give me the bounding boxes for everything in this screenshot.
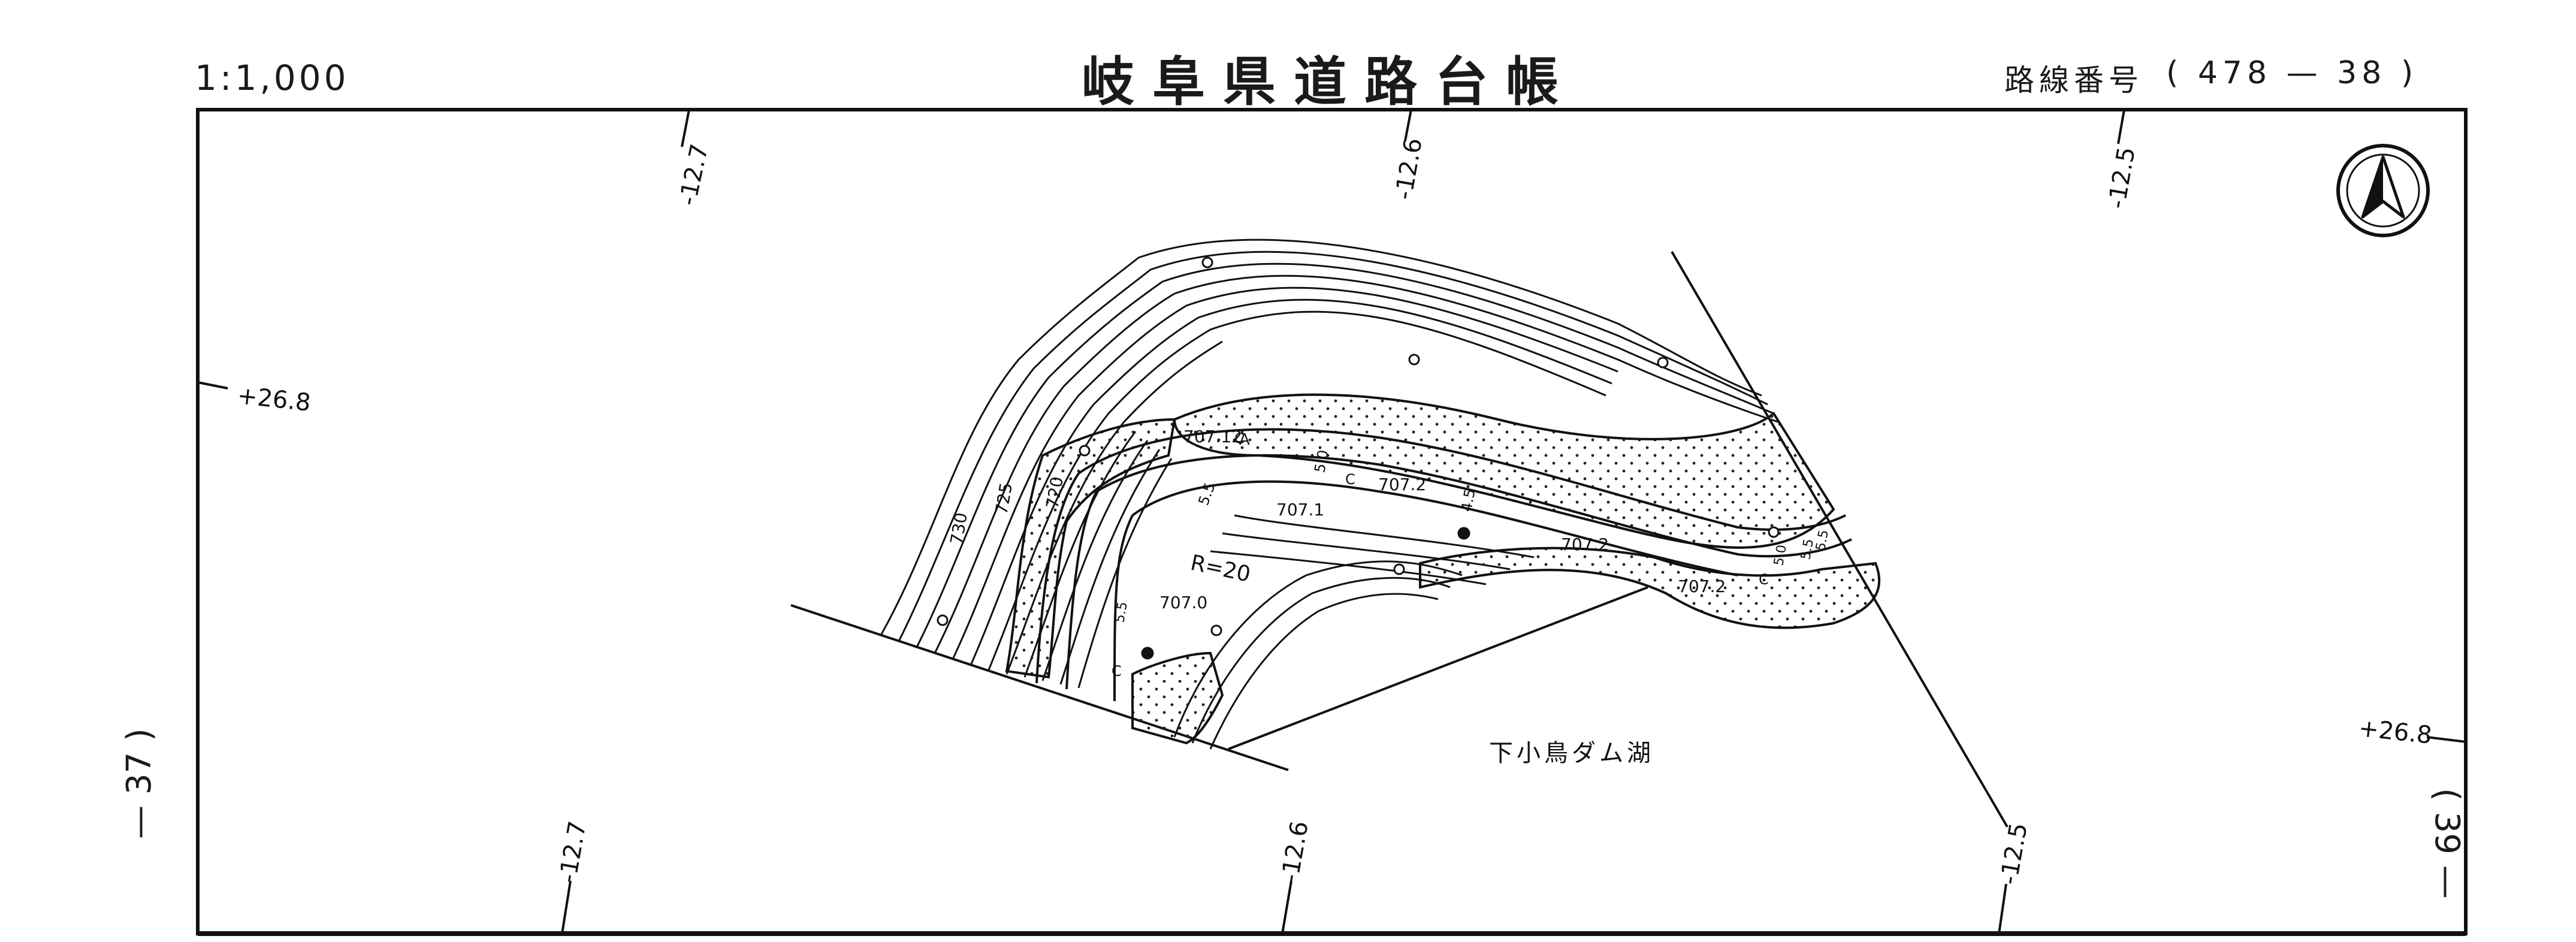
bottom-tick-label-1: -12.7 <box>554 819 592 885</box>
lake-label: 下小鳥ダム湖 <box>1489 739 1654 767</box>
contour-label-1: 730 <box>946 511 971 546</box>
top-tick-label-3: -12.5 <box>2103 145 2141 211</box>
width-1: 5.0 <box>1311 449 1331 474</box>
elevation-1: 707.12 <box>1183 427 1242 446</box>
survey-points <box>937 256 1780 660</box>
route-number: ( 478 — 38 ) <box>2166 55 2418 91</box>
grid-tick-labels: -12.7 -12.6 -12.5 -12.7 -12.6 -12.5 +26.… <box>236 136 2433 887</box>
north-arrow-icon <box>2336 144 2430 237</box>
bottom-tick-label-3: -12.5 <box>1995 821 2033 887</box>
page-title: 岐阜県道路台帳 <box>1082 51 1577 113</box>
route-label: 路線番号 <box>2004 63 2143 98</box>
road-mark-2: C <box>1759 571 1769 588</box>
top-tick-label-2: -12.6 <box>1390 136 1428 202</box>
sheet-boundaries <box>790 250 2009 828</box>
road-mark-5: A <box>1239 431 1250 449</box>
lower-contours <box>1173 514 1535 750</box>
width-5: 5.5 <box>1798 538 1817 561</box>
contour-label-2: 725 <box>991 481 1016 516</box>
road-mark-3: C <box>1112 663 1122 680</box>
elevation-3: 707.1 <box>1276 500 1324 520</box>
width-2: 4.5 <box>1458 488 1478 513</box>
elevation-4: 707.2 <box>1561 535 1609 554</box>
curve-radius-label: R=20 <box>1188 551 1252 587</box>
right-tick-label: +26.8 <box>2357 714 2433 750</box>
road-mark-4: C <box>1234 430 1245 447</box>
map-scale: 1:1,000 <box>195 58 349 98</box>
left-tick-label: +26.8 <box>236 382 312 417</box>
bottom-tick-label-2: -12.6 <box>1276 819 1314 885</box>
elevation-2: 707.2 <box>1378 475 1426 494</box>
map-frame <box>196 108 2468 935</box>
grid-ticks <box>197 109 2466 934</box>
elevation-5: 707.2 <box>1678 576 1726 596</box>
road-mark-1: C <box>1345 471 1355 488</box>
map-annotations: 下小鳥ダム湖 R=20 707.12 707.2 707.1 707.2 707… <box>946 427 1832 767</box>
elevation-6: 707.0 <box>1159 593 1207 612</box>
width-4: 5.0 <box>1771 544 1790 567</box>
top-tick-label-1: -12.7 <box>674 141 714 208</box>
width-7: 5.5 <box>1813 529 1832 552</box>
width-6: 5.5 <box>1112 600 1131 624</box>
